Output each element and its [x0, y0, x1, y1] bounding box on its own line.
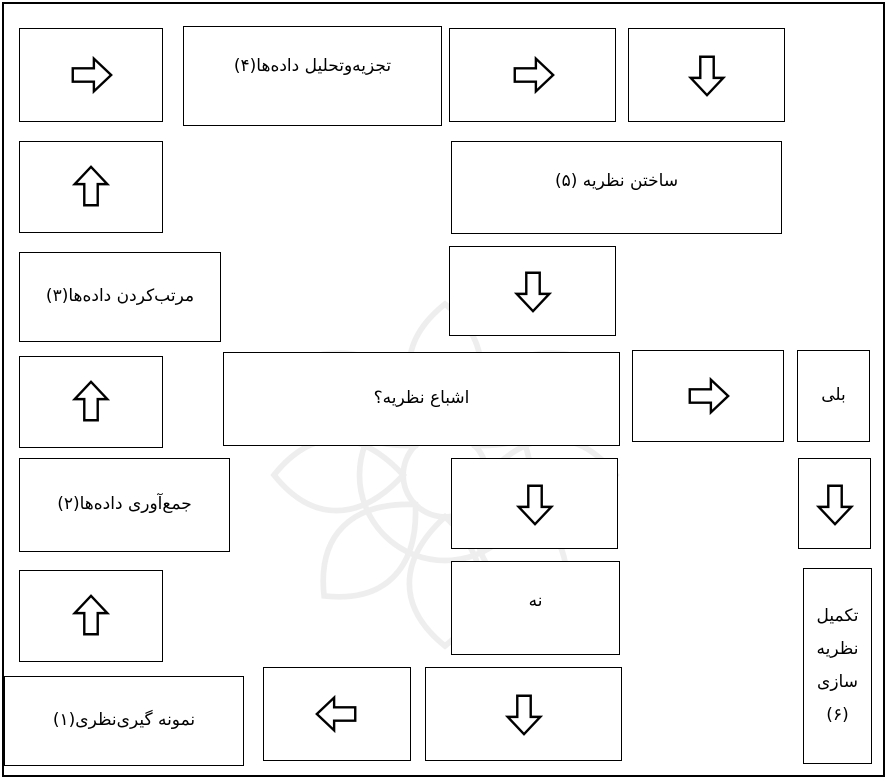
- arrow-down-icon: [687, 55, 726, 97]
- step-analysis-box: تجزیه‌وتحلیل داده‌ها(۴): [183, 26, 442, 126]
- step-build-theory-box: ساختن نظریه (۵): [451, 141, 782, 234]
- step-organize-box: مرتب‌کردن داده‌ها(۳): [19, 252, 221, 342]
- arrow-up-icon: [71, 594, 111, 636]
- step-complete-line-2: نظریه: [816, 639, 859, 659]
- answer-no-box: نه: [451, 561, 620, 655]
- step-collect-label: جمع‌آوری داده‌ها(۲): [57, 494, 192, 515]
- arrow-down-icon: [515, 484, 554, 526]
- step-complete-box: تکمیل نظریه سازی (۶): [803, 568, 872, 764]
- flow-arrow-down-1: [628, 28, 785, 122]
- flow-arrow-down-2: [449, 246, 616, 336]
- arrow-down-icon: [504, 694, 543, 736]
- flow-arrow-down-5: [425, 667, 622, 761]
- step-organize-label: مرتب‌کردن داده‌ها(۳): [45, 286, 195, 307]
- step-complete-line-1: تکمیل: [816, 606, 859, 626]
- answer-yes-label: بلی: [821, 385, 846, 406]
- arrow-right-icon: [688, 376, 730, 416]
- flow-arrow-up-1: [19, 141, 163, 233]
- flow-arrow-down-3: [451, 458, 618, 549]
- arrow-up-icon: [71, 165, 111, 207]
- step-analysis-label: تجزیه‌وتحلیل داده‌ها(۴): [233, 56, 392, 76]
- answer-no-label: نه: [528, 591, 543, 611]
- answer-yes-box: بلی: [797, 350, 870, 442]
- step-sampling-label: نمونه گیری‌نظری(۱): [52, 710, 196, 731]
- step-complete-line-3: سازی: [817, 672, 858, 692]
- flow-arrow-up-3: [19, 570, 163, 662]
- decision-saturation-label: اشباع نظریه؟: [373, 388, 470, 409]
- step-build-theory-label: ساختن نظریه (۵): [554, 171, 679, 191]
- arrow-up-icon: [71, 380, 111, 422]
- arrow-right-icon: [513, 55, 555, 95]
- flow-arrow-left-1: [263, 667, 411, 761]
- arrow-down-icon: [815, 484, 854, 526]
- arrow-left-icon: [315, 694, 357, 734]
- decision-saturation-box: اشباع نظریه؟: [223, 352, 620, 446]
- step-complete-line-4: (۶): [826, 705, 849, 725]
- arrow-right-icon: [71, 55, 113, 95]
- flow-arrow-right-3: [632, 350, 784, 442]
- step-collect-box: جمع‌آوری داده‌ها(۲): [19, 458, 230, 552]
- flow-arrow-right-2: [449, 28, 616, 122]
- flow-arrow-down-4: [798, 458, 871, 549]
- step-sampling-box: نمونه گیری‌نظری(۱): [4, 676, 244, 766]
- flow-arrow-right-1: [19, 28, 163, 122]
- flow-arrow-up-2: [19, 356, 163, 448]
- arrow-down-icon: [513, 271, 552, 313]
